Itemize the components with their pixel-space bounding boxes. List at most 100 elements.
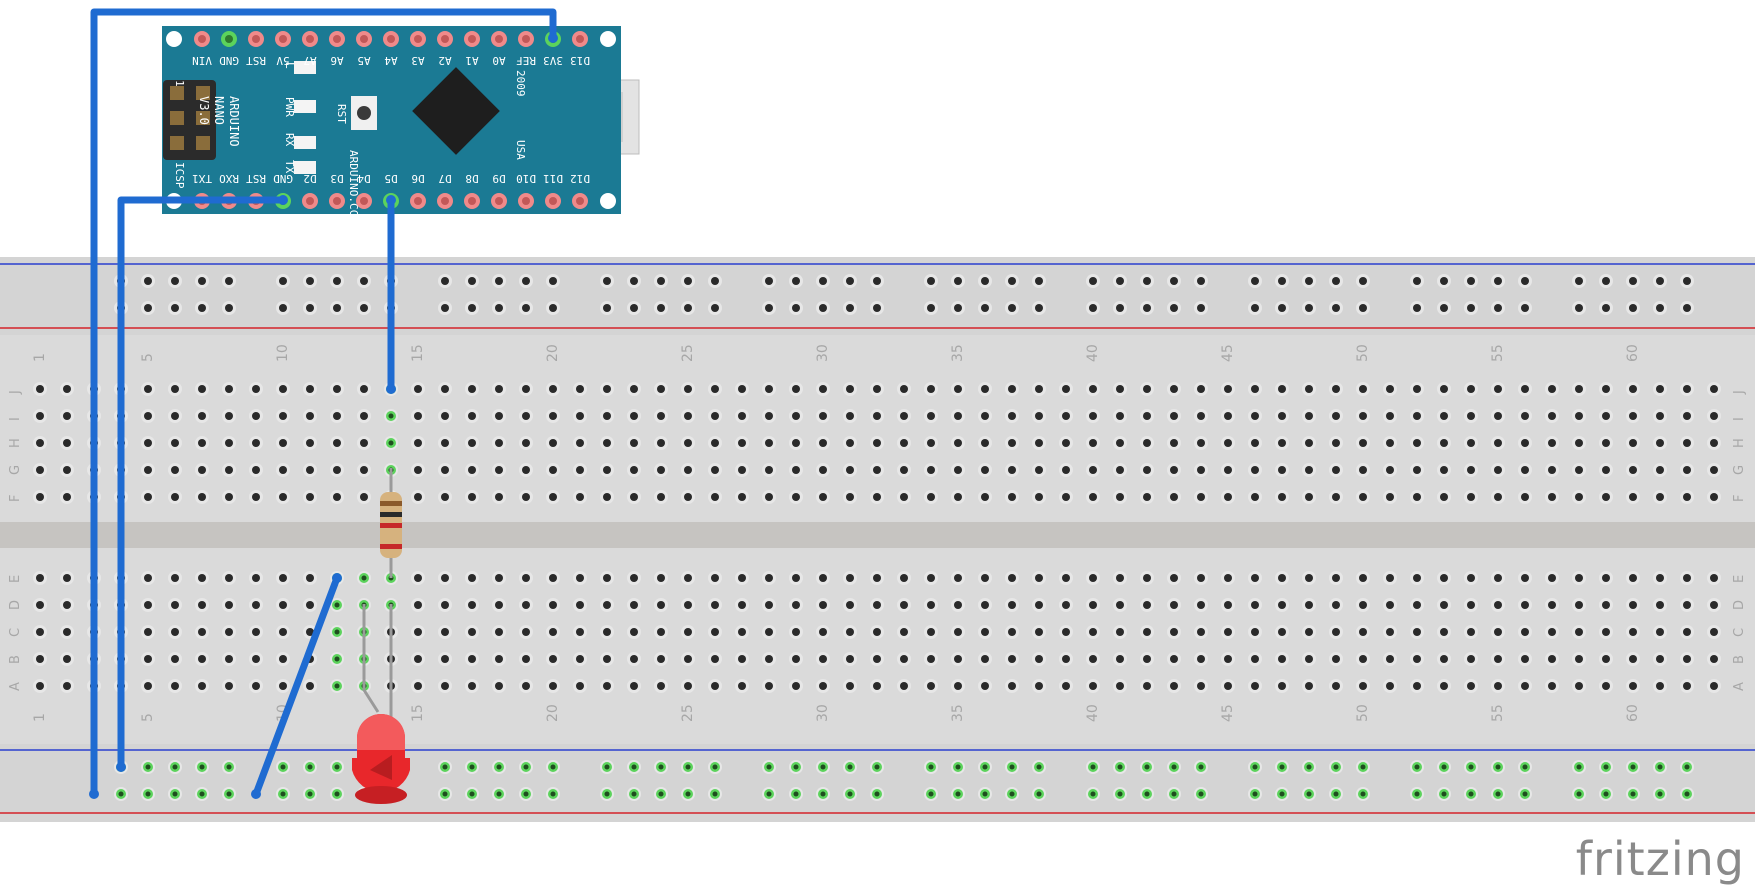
pin-label: A1 bbox=[465, 54, 478, 67]
icsp-label: ICSP bbox=[173, 162, 186, 189]
column-number: 20 bbox=[545, 344, 561, 362]
column-number: 60 bbox=[1625, 344, 1641, 362]
pin-label: A6 bbox=[330, 54, 343, 67]
column-number: 5 bbox=[140, 713, 156, 722]
wire-end[interactable] bbox=[116, 762, 126, 772]
column-number: 40 bbox=[1085, 704, 1101, 722]
row-letter: E bbox=[8, 575, 23, 583]
column-number: 10 bbox=[275, 344, 291, 362]
power-rail-top bbox=[0, 257, 1755, 335]
row-letter: D bbox=[1732, 600, 1747, 610]
wire-3v3-to-rail[interactable] bbox=[90, 8, 557, 798]
pin-label: D3 bbox=[330, 172, 343, 185]
column-number: 50 bbox=[1355, 344, 1371, 362]
resistor[interactable] bbox=[380, 468, 402, 578]
column-number: 55 bbox=[1490, 344, 1506, 362]
column-number: 5 bbox=[140, 353, 156, 362]
pin-label: A3 bbox=[411, 54, 424, 67]
column-number: 25 bbox=[680, 704, 696, 722]
row-letter: B bbox=[8, 655, 23, 664]
row-letter: A bbox=[1732, 682, 1747, 691]
row-letter: F bbox=[8, 495, 23, 502]
pin-label: GND bbox=[273, 172, 293, 185]
wire-gnd-to-rail[interactable] bbox=[117, 196, 287, 771]
mounting-hole bbox=[600, 31, 616, 47]
led-label: RX bbox=[283, 133, 296, 147]
pin-label: A4 bbox=[384, 54, 398, 67]
wire-rail-to-led-column[interactable] bbox=[252, 574, 341, 798]
pin-label: GND bbox=[219, 54, 239, 67]
board-name: ARDUINO bbox=[227, 96, 241, 147]
column-number: 15 bbox=[410, 704, 426, 722]
column-number: 45 bbox=[1220, 704, 1236, 722]
row-letter: C bbox=[8, 628, 23, 637]
row-letter: B bbox=[1732, 655, 1747, 664]
row-letter: I bbox=[8, 417, 23, 421]
pin-label: D8 bbox=[465, 172, 478, 185]
pin-label: D5 bbox=[384, 172, 397, 185]
mounting-hole bbox=[166, 31, 182, 47]
led-pwr bbox=[294, 100, 316, 113]
pin-label: REF bbox=[516, 54, 536, 67]
led[interactable] bbox=[352, 604, 410, 804]
column-number: 35 bbox=[950, 344, 966, 362]
reset-label: RST bbox=[335, 104, 348, 124]
row-letter: C bbox=[1732, 628, 1747, 637]
column-number: 40 bbox=[1085, 344, 1101, 362]
pin-label: A7 bbox=[303, 54, 316, 67]
column-number: 35 bbox=[950, 704, 966, 722]
board-name: V3.0 bbox=[197, 96, 211, 125]
pin-label: D9 bbox=[492, 172, 505, 185]
pin-label: D6 bbox=[411, 172, 424, 185]
pin-label: D10 bbox=[516, 172, 536, 185]
column-number: 55 bbox=[1490, 704, 1506, 722]
pin-label: D11 bbox=[543, 172, 563, 185]
row-letter: A bbox=[8, 682, 23, 691]
pin-label: D2 bbox=[303, 172, 316, 185]
wire-end[interactable] bbox=[386, 384, 396, 394]
led-label: L bbox=[283, 62, 296, 69]
led-label: TX bbox=[283, 160, 296, 174]
wire-end[interactable] bbox=[278, 195, 288, 205]
pin-label: RXO bbox=[219, 172, 239, 185]
fritzing-logo: fritzing bbox=[1575, 832, 1745, 886]
column-number: 1 bbox=[32, 713, 48, 722]
row-letter: G bbox=[1732, 465, 1747, 475]
row-letter: I bbox=[1732, 417, 1747, 421]
pin-label: A5 bbox=[357, 54, 370, 67]
column-number: 20 bbox=[545, 704, 561, 722]
board-body bbox=[162, 26, 621, 214]
center-channel bbox=[0, 522, 1755, 548]
led-label: PWR bbox=[283, 97, 296, 117]
pin-label: D13 bbox=[570, 54, 590, 67]
column-number: 30 bbox=[815, 704, 831, 722]
wire-end[interactable] bbox=[332, 573, 342, 583]
column-number: 15 bbox=[410, 344, 426, 362]
column-number: 60 bbox=[1625, 704, 1641, 722]
column-number: 25 bbox=[680, 344, 696, 362]
column-number: 30 bbox=[815, 344, 831, 362]
pin-label: D12 bbox=[570, 172, 590, 185]
pin-label: RST bbox=[246, 172, 266, 185]
row-letter: D bbox=[8, 600, 23, 610]
site-label: ARDUINO.CC bbox=[347, 150, 360, 216]
pin-label: D7 bbox=[438, 172, 451, 185]
wire-end[interactable] bbox=[548, 33, 558, 43]
wire-end[interactable] bbox=[89, 789, 99, 799]
mounting-hole bbox=[600, 193, 616, 209]
origin-label: USA bbox=[514, 140, 527, 160]
breadboard-labels: 1155101015152020252530303535404045455050… bbox=[8, 344, 1747, 722]
pin-label: A2 bbox=[438, 54, 451, 67]
row-letter: E bbox=[1732, 575, 1747, 583]
wire-end[interactable] bbox=[386, 195, 396, 205]
wire-end[interactable] bbox=[251, 789, 261, 799]
power-rail-bottom bbox=[0, 744, 1755, 822]
board-name: NANO bbox=[212, 96, 226, 125]
pin-label: 5V bbox=[276, 54, 290, 67]
pin-label: A0 bbox=[492, 54, 505, 67]
pin-label: TX1 bbox=[192, 172, 212, 185]
led-l bbox=[294, 61, 316, 74]
row-letter: F bbox=[1732, 495, 1747, 502]
